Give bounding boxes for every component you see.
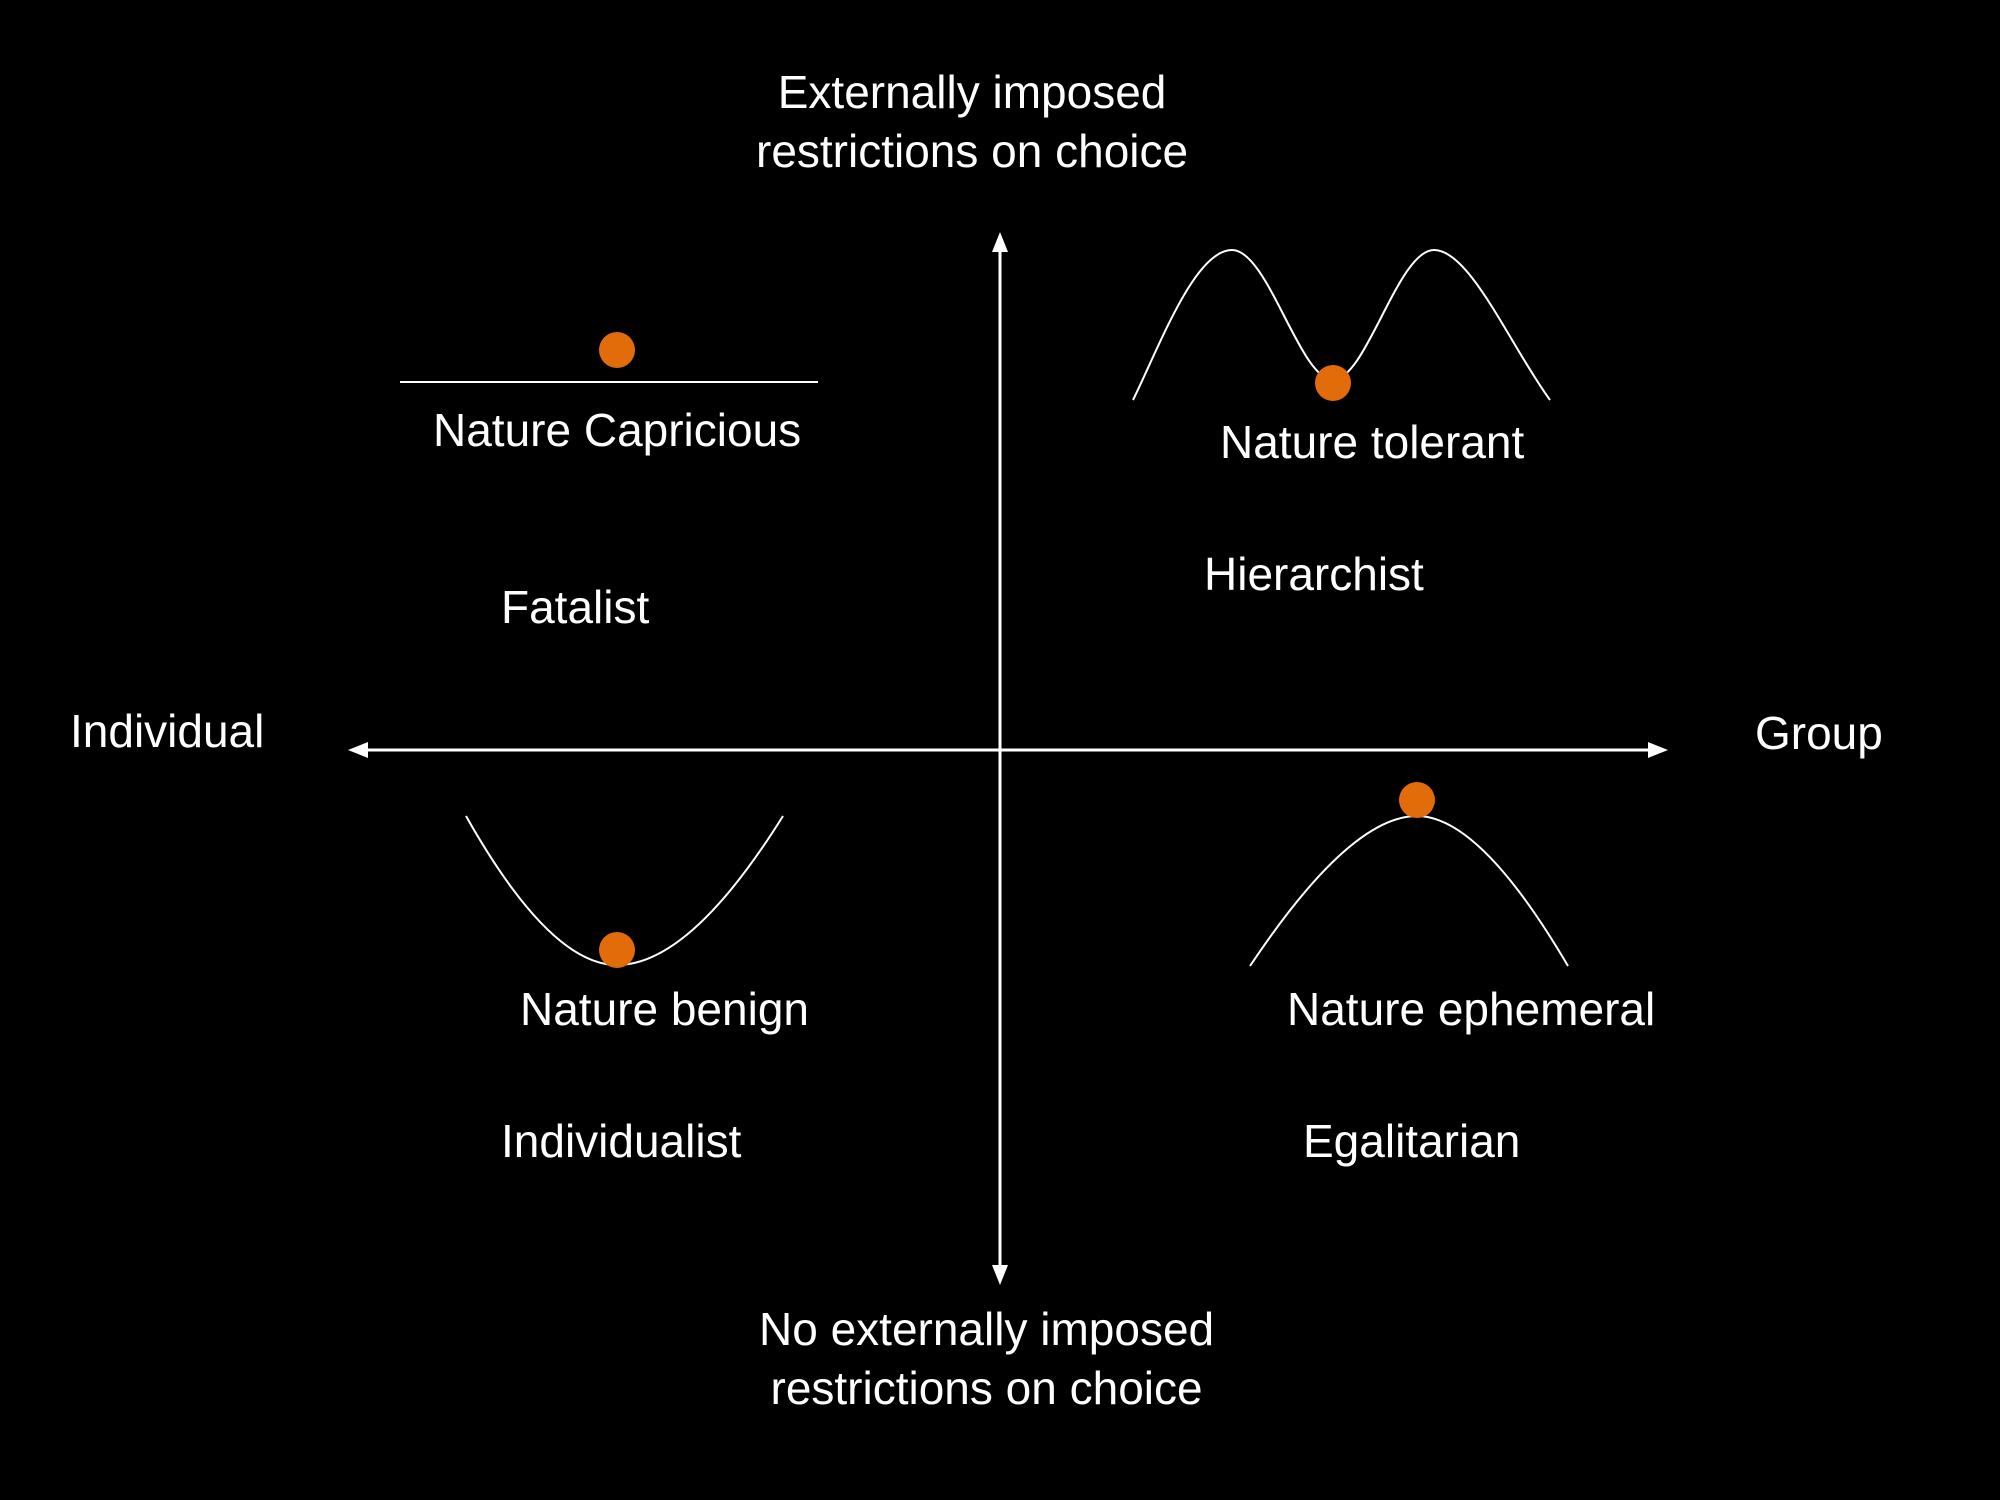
ball-icon [599, 932, 635, 968]
hill-curve [1249, 814, 1569, 967]
top-axis-label-line-1: Externally imposed [777, 66, 1167, 118]
individualist-label: Individualist [501, 1115, 742, 1167]
curve-nature-benign [465, 815, 784, 968]
top-axis-label-line-2: restrictions on choice [756, 125, 1189, 177]
curve-nature-ephemeral [1249, 782, 1569, 967]
nature-ephemeral-label: Nature ephemeral [1287, 983, 1656, 1035]
left-axis-label: Individual [70, 705, 265, 757]
bottom-axis-label: No externally imposed restrictions on ch… [759, 1300, 1214, 1418]
curve-nature-capricious [400, 332, 818, 383]
top-axis-label: Externally imposed restrictions on choic… [756, 63, 1188, 181]
ball-icon [599, 332, 635, 368]
arrow-right-icon [1648, 742, 1668, 758]
curve-nature-tolerant [1132, 248, 1551, 401]
arrow-left-icon [348, 742, 368, 758]
horizontal-axis [348, 742, 1668, 758]
right-axis-label: Group [1755, 707, 1883, 759]
nature-benign-label: Nature benign [520, 983, 809, 1035]
fatalist-label: Fatalist [501, 581, 650, 633]
arrow-down-icon [992, 1265, 1008, 1285]
nature-capricious-label: Nature Capricious [433, 404, 802, 456]
bottom-axis-label-line-1: No externally imposed [759, 1303, 1215, 1355]
nature-tolerant-label: Nature tolerant [1220, 416, 1525, 468]
bottom-axis-label-line-2: restrictions on choice [770, 1362, 1203, 1414]
hierarchist-label: Hierarchist [1204, 548, 1424, 600]
vertical-axis [992, 232, 1008, 1285]
ball-icon [1315, 365, 1351, 401]
egalitarian-label: Egalitarian [1303, 1115, 1521, 1167]
arrow-up-icon [992, 232, 1008, 252]
ball-icon [1399, 782, 1435, 818]
